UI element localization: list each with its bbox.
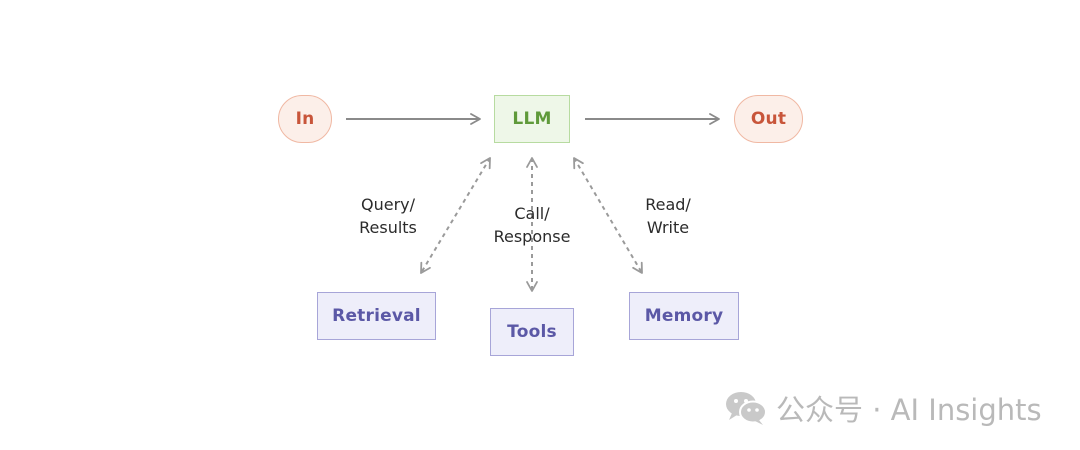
- input-node: In: [278, 95, 332, 143]
- output-node: Out: [734, 95, 803, 143]
- tools-edge-label-line1: Call/: [514, 204, 550, 223]
- watermark: 公众号 · AI Insights: [724, 388, 1042, 428]
- wechat-icon: [726, 392, 767, 425]
- output-node-label: Out: [750, 109, 787, 129]
- retrieval-edge-label: Query/ Results: [345, 193, 431, 239]
- retrieval-node-label: Retrieval: [332, 306, 421, 326]
- tools-node-label: Tools: [507, 322, 557, 342]
- input-node-label: In: [295, 109, 315, 129]
- tools-edge-label-line2: Response: [493, 227, 571, 246]
- memory-edge-label-line1: Read/: [645, 195, 691, 214]
- tools-node: Tools: [490, 308, 574, 356]
- retrieval-edge-label-line1: Query/: [360, 195, 415, 214]
- llm-node: LLM: [494, 95, 570, 143]
- tools-edge-label: Call/ Response: [484, 202, 580, 248]
- memory-edge-label: Read/ Write: [628, 193, 708, 239]
- memory-node: Memory: [629, 292, 739, 340]
- llm-node-label: LLM: [512, 109, 552, 129]
- retrieval-node: Retrieval: [317, 292, 436, 340]
- memory-edge-label-line2: Write: [646, 218, 690, 237]
- watermark-text: 公众号 · AI Insights: [776, 393, 1042, 427]
- retrieval-edge-label-line2: Results: [359, 218, 417, 237]
- memory-node-label: Memory: [644, 306, 724, 326]
- edge-llm-retrieval: [420, 157, 491, 274]
